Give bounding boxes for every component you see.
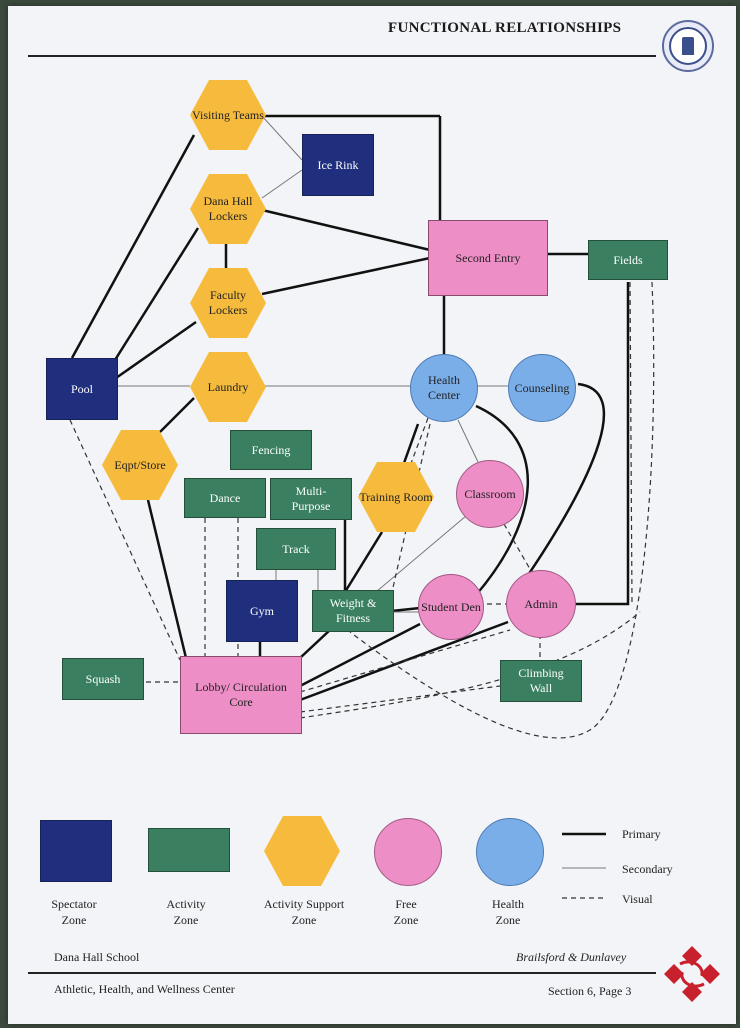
node-classroom: Classroom bbox=[456, 460, 524, 528]
node-gym: Gym bbox=[226, 580, 298, 642]
school-seal-icon bbox=[662, 20, 714, 72]
legend-label-visual: Visual bbox=[622, 892, 653, 906]
node-squash: Squash bbox=[62, 658, 144, 700]
node-dance: Dance bbox=[184, 478, 266, 518]
node-dana-hall-lockers: Dana Hall Lockers bbox=[190, 174, 266, 244]
legend-swatch-health bbox=[476, 818, 544, 886]
legend-swatch-spectator bbox=[40, 820, 112, 882]
node-second-entry: Second Entry bbox=[428, 220, 548, 296]
secondary-lines bbox=[116, 115, 508, 613]
node-lobby: Lobby/ Circulation Core bbox=[180, 656, 302, 734]
firm-logo-icon bbox=[664, 946, 720, 1002]
node-multi-purpose: Multi- Purpose bbox=[270, 478, 352, 520]
legend-label-spectator: Spectator Zone bbox=[51, 897, 97, 928]
legend-swatch-activity bbox=[148, 828, 230, 872]
node-climbing-wall: Climbing Wall bbox=[500, 660, 582, 702]
node-training-room: Training Room bbox=[358, 462, 434, 532]
node-health-center: Health Center bbox=[410, 354, 478, 422]
legend-label-support: Activity Support Zone bbox=[263, 897, 345, 928]
legend-swatch-free bbox=[374, 818, 442, 886]
node-pool: Pool bbox=[46, 358, 118, 420]
header-rule bbox=[28, 55, 656, 57]
legend-label-primary: Primary bbox=[622, 827, 661, 841]
footer-rule bbox=[28, 972, 656, 974]
legend-label-secondary: Secondary bbox=[622, 862, 673, 876]
footer-section: Section 6, Page 3 bbox=[548, 984, 632, 998]
node-visiting-teams: Visiting Teams bbox=[190, 80, 266, 150]
legend-swatch-support bbox=[264, 816, 340, 886]
node-student-den: Student Den bbox=[418, 574, 484, 640]
node-ice-rink: Ice Rink bbox=[302, 134, 374, 196]
legend-label-activity: Activity Zone bbox=[166, 897, 206, 928]
legend-label-health: Health Zone bbox=[492, 897, 524, 928]
node-fields: Fields bbox=[588, 240, 668, 280]
page-title: FUNCTIONAL RELATIONSHIPS bbox=[388, 20, 622, 36]
legend-label-free: Free Zone bbox=[393, 897, 419, 928]
node-weight-fitness: Weight & Fitness bbox=[312, 590, 394, 632]
node-fencing: Fencing bbox=[230, 430, 312, 470]
node-counseling: Counseling bbox=[508, 354, 576, 422]
footer-firm: Brailsford & Dunlavey bbox=[516, 950, 627, 964]
footer-school: Dana Hall School bbox=[54, 950, 140, 964]
node-track: Track bbox=[256, 528, 336, 570]
node-admin: Admin bbox=[506, 570, 576, 638]
footer-project: Athletic, Health, and Wellness Center bbox=[54, 982, 235, 996]
